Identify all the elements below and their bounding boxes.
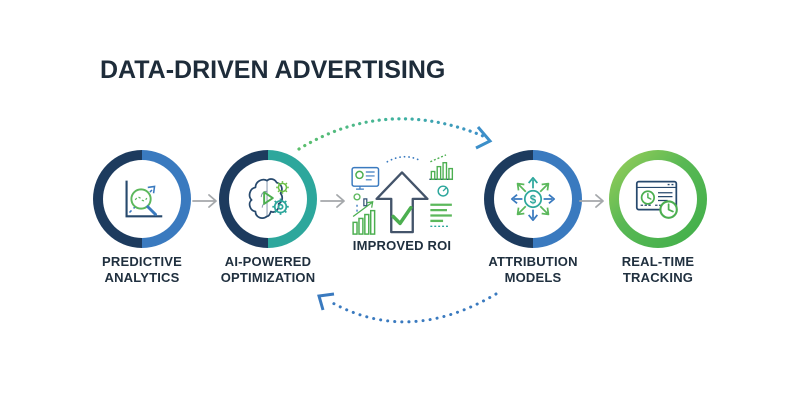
cycle-arc-top-arrowhead-icon [475, 126, 493, 150]
flow-arrow-icon-3 [579, 194, 604, 208]
label-predictive-analytics: PREDICTIVE ANALYTICS [101, 254, 182, 285]
list-lines-icon [430, 203, 452, 227]
dashboard-clock-icon [635, 180, 678, 219]
flow-arrow-icon-1 [192, 194, 217, 208]
growth-arrow-check-icon [351, 154, 454, 235]
bar-chart-icon [429, 154, 454, 181]
cycle-arc-bottom [327, 292, 498, 324]
cycle-arc-top [297, 117, 485, 151]
growth-bars-icon [352, 201, 376, 235]
label-ai-powered-optimization: AI-POWERED OPTIMIZATION [220, 254, 316, 285]
step-circle-ai-powered-optimization [219, 150, 317, 248]
dollar-symbol: $ [530, 194, 537, 206]
step-circle-attribution-models: $ [484, 150, 582, 248]
up-arrow-icon [375, 171, 429, 234]
gear-large-icon [272, 198, 289, 215]
cycle-arc-bottom-arrowhead-icon [317, 292, 335, 311]
report-card-icon [351, 166, 380, 190]
brain-gears-icon [248, 178, 289, 219]
label-attribution-models: ATTRIBUTION MODELS [488, 254, 578, 285]
step-circle-predictive-analytics [93, 150, 191, 248]
label-improved-roi: IMPROVED ROI [352, 238, 452, 253]
flow-arrow-icon-2 [320, 194, 345, 208]
label-real-time-tracking: REAL-TIME TRACKING [621, 254, 695, 285]
chart-magnifier-icon [125, 180, 163, 218]
page-title: DATA-DRIVEN ADVERTISING [100, 56, 446, 84]
gear-small-icon [276, 181, 289, 194]
checkmark-icon [391, 205, 413, 226]
dollar-arrows-icon: $ [510, 176, 556, 222]
dot-circle-icon [353, 193, 361, 201]
step-circle-real-time-tracking [609, 150, 707, 248]
gauge-icon [437, 185, 449, 197]
